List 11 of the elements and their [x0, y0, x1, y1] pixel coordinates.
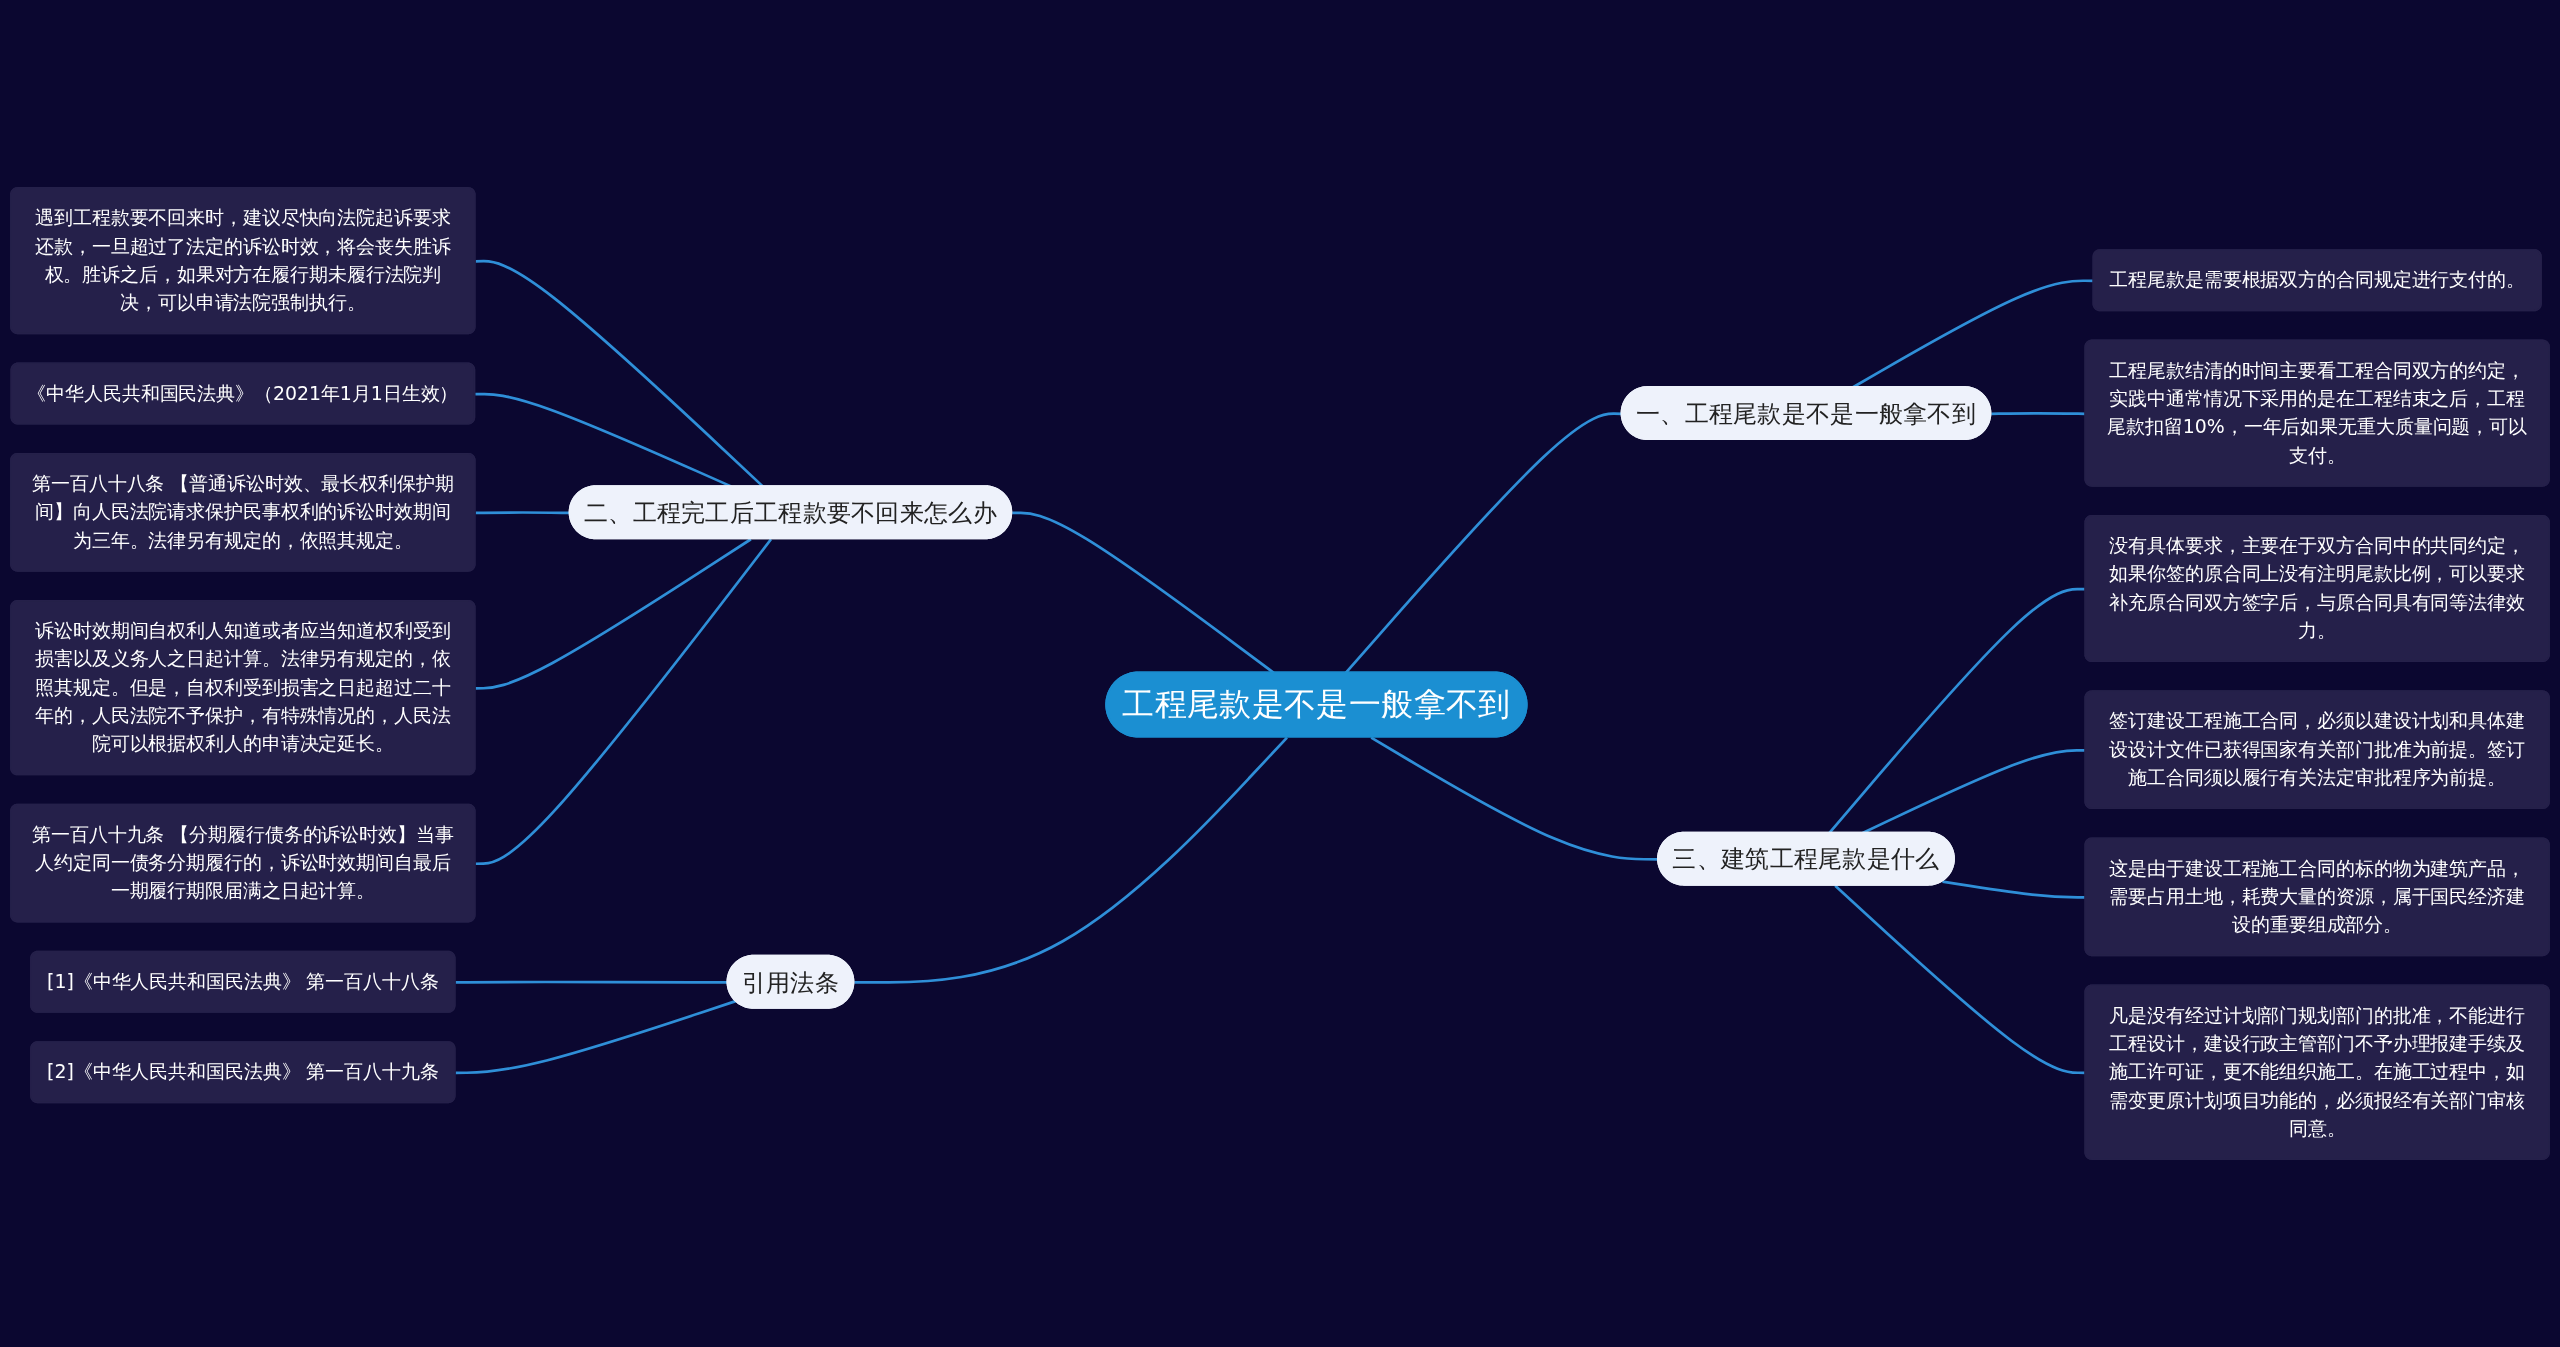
connector	[455, 980, 728, 984]
connector	[854, 736, 1288, 984]
connector	[1991, 411, 2086, 416]
connector	[455, 999, 737, 1075]
connector	[1344, 412, 1622, 674]
connector	[1834, 884, 2086, 1075]
connector	[475, 538, 752, 690]
connector	[1942, 880, 2086, 899]
connector	[475, 538, 773, 866]
connector	[1012, 511, 1275, 674]
connector	[1828, 587, 2086, 834]
